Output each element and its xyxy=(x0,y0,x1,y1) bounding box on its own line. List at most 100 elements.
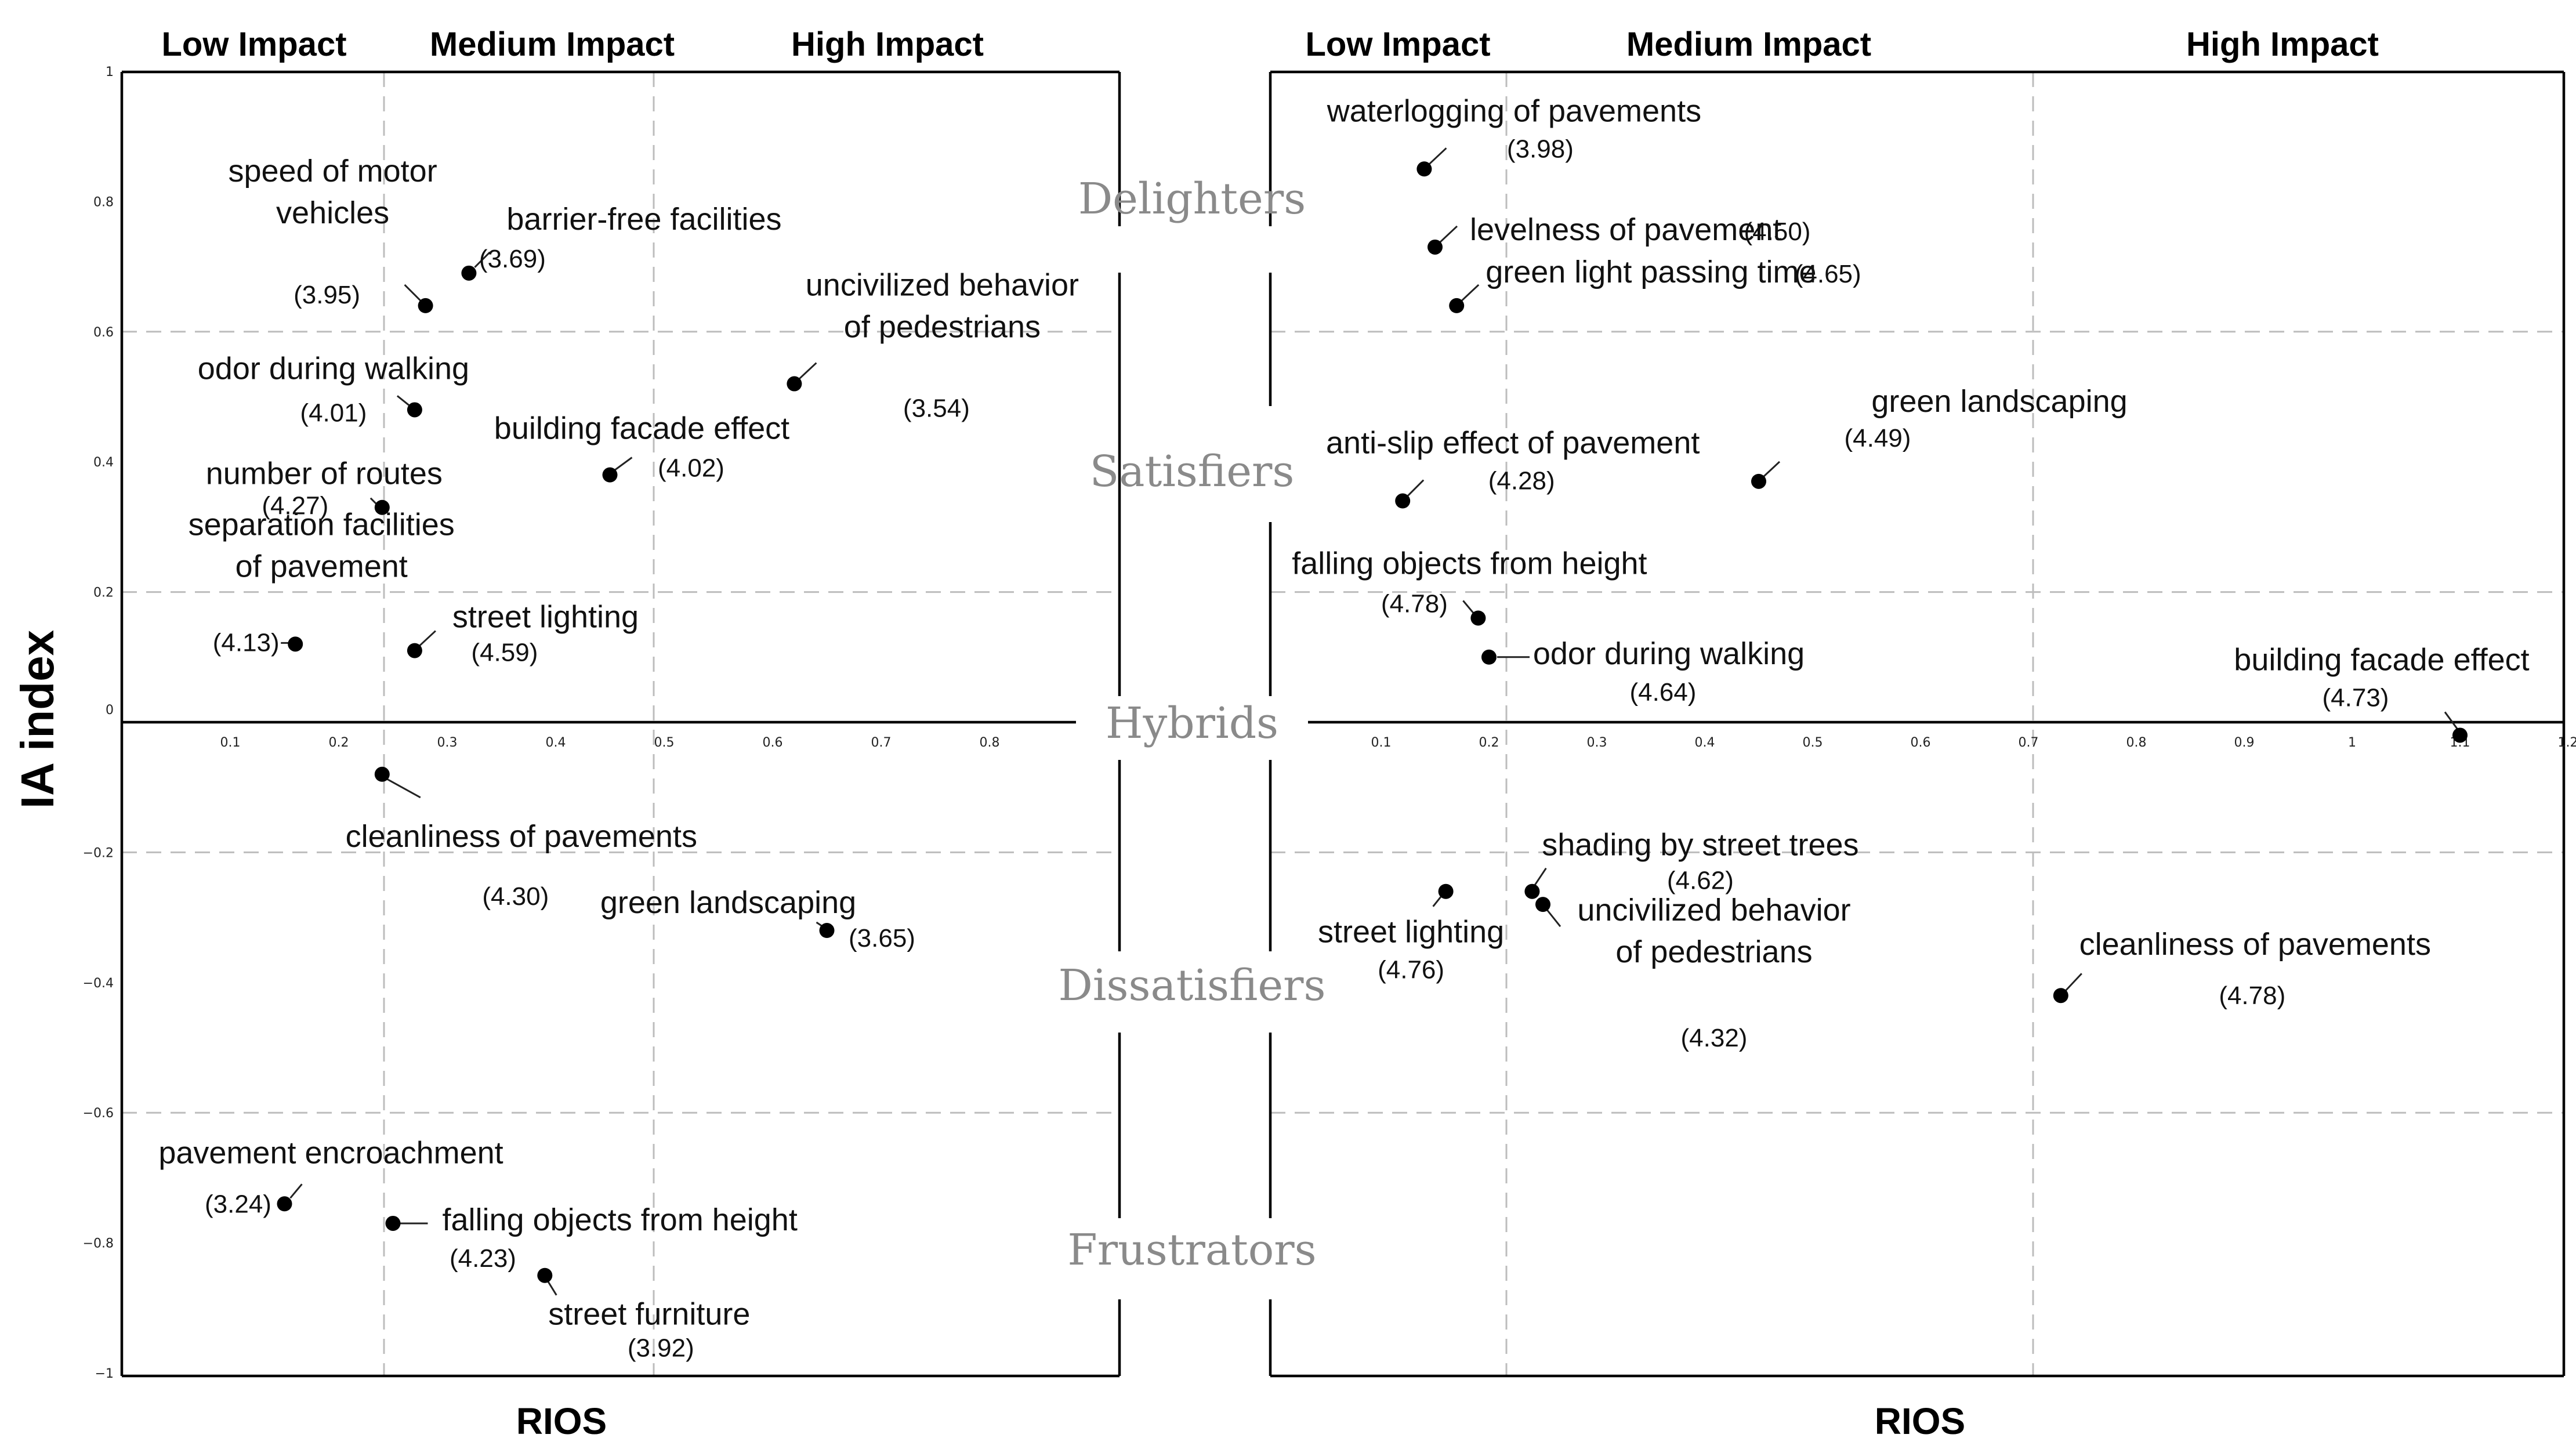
left-x-tick-label: 0.7 xyxy=(871,736,892,750)
leader-line xyxy=(404,284,422,302)
point-label: uncivilized behavior xyxy=(806,268,1079,303)
point-label: of pedestrians xyxy=(844,310,1041,345)
point-label: barrier-free facilities xyxy=(506,202,781,237)
leader-line xyxy=(386,778,421,799)
left-point-group: pavement encroachment (3.24) xyxy=(158,1135,503,1218)
point-value-label: (3.69) xyxy=(479,245,546,273)
data-point xyxy=(2053,988,2068,1004)
right-impact-header: Low Impact xyxy=(1305,26,1490,63)
leader-line xyxy=(418,630,436,647)
right-x-tick-label: 0.6 xyxy=(1911,736,1931,750)
data-point xyxy=(1438,883,1454,899)
right-point-group: street lighting(4.76) xyxy=(1318,883,1504,984)
left-y-tick-label: −0.6 xyxy=(83,1106,114,1121)
point-value-label: (4.59) xyxy=(471,639,538,667)
point-value-label: (4.30) xyxy=(482,882,549,911)
left-point-group: cleanliness of pavements (4.30) xyxy=(346,766,697,911)
point-value-label: (3.54) xyxy=(903,394,970,423)
left-x-tick-label: 0.4 xyxy=(546,736,566,750)
point-label: waterlogging of pavements xyxy=(1327,93,1701,128)
leader-line xyxy=(396,395,410,406)
data-point xyxy=(1428,239,1443,255)
point-label: street lighting xyxy=(1318,915,1504,950)
right-point-group: green light passing time(4.65) xyxy=(1449,255,1861,313)
right-x-tick-label: 1 xyxy=(2348,736,2356,750)
data-point xyxy=(1416,161,1432,177)
left-y-tick-label: 0.8 xyxy=(93,195,114,209)
point-value-label: (4.78) xyxy=(2219,981,2285,1010)
data-point xyxy=(787,376,802,392)
left-x-axis-title: RIOS xyxy=(516,1400,607,1442)
point-label: anti-slip effect of pavement xyxy=(1326,426,1700,461)
leader-line xyxy=(1545,908,1561,928)
left-point-group: building facade effect (4.02) xyxy=(494,411,789,483)
leader-line xyxy=(2444,711,2459,730)
marks-layer: speed of motorvehicles(3.95)barrier-free… xyxy=(158,93,2529,1362)
data-point xyxy=(1470,610,1486,626)
left-y-tick-label: −0.8 xyxy=(83,1237,114,1251)
right-point-group: waterlogging of pavements(3.98) xyxy=(1327,93,1701,177)
leader-line xyxy=(2063,973,2082,993)
data-point xyxy=(385,1215,401,1231)
left-y-tick-label: 0.4 xyxy=(93,455,114,470)
data-point xyxy=(1751,473,1766,489)
point-label: of pavement xyxy=(236,549,408,584)
point-label: falling objects from height xyxy=(1292,546,1647,581)
category-delighters: Delighters xyxy=(1078,174,1306,224)
category-frustrators: Frustrators xyxy=(1067,1225,1316,1275)
category-satisfiers: Satisfiers xyxy=(1090,447,1295,497)
data-point xyxy=(1481,649,1497,665)
category-hybrids: Hybrids xyxy=(1106,698,1278,748)
point-label: street furniture xyxy=(548,1297,750,1332)
right-x-tick-label: 0.1 xyxy=(1371,736,1392,750)
leader-line xyxy=(546,1279,557,1296)
point-label: vehicles xyxy=(276,195,389,230)
frame-layer xyxy=(120,70,2566,1378)
point-value-label: (3.24) xyxy=(205,1190,271,1218)
point-value-label: (3.95) xyxy=(294,281,360,309)
point-label: building facade effect xyxy=(2234,642,2529,677)
point-value-label: (4.73) xyxy=(2323,683,2389,712)
point-label: number of routes xyxy=(206,457,443,491)
point-label: street lighting xyxy=(452,600,639,635)
point-value-label: (4.27) xyxy=(262,492,328,520)
left-point-group: uncivilized behavior of pedestrians (3.54) xyxy=(787,268,1079,423)
point-value-label: (4.02) xyxy=(658,454,724,483)
left-point-group: number of routes(4.27) xyxy=(206,457,443,520)
right-point-group: building facade effect (4.73) xyxy=(2234,642,2530,743)
point-value-label: (4.65) xyxy=(1795,260,1861,288)
point-value-label: (4.64) xyxy=(1630,678,1697,707)
left-y-tick-label: 0.6 xyxy=(93,325,114,340)
point-label: separation facilities xyxy=(189,507,455,542)
point-label: pavement encroachment xyxy=(158,1135,503,1170)
right-x-tick-label: 0.8 xyxy=(2126,736,2147,750)
left-y-tick-label: 0.2 xyxy=(93,586,114,600)
right-point-group: green landscaping(4.49) xyxy=(1751,384,2128,489)
leader-line xyxy=(1761,461,1781,479)
text-layer: IA index Delighters Satisfiers Hybrids D… xyxy=(12,174,1325,1275)
data-point xyxy=(407,643,422,658)
leader-line xyxy=(1459,284,1480,303)
leader-line xyxy=(1437,225,1458,245)
data-point xyxy=(819,923,835,939)
right-point-group: cleanliness of pavements (4.78) xyxy=(2053,927,2431,1010)
left-impact-header: High Impact xyxy=(791,26,984,63)
left-x-tick-label: 0.6 xyxy=(763,736,783,750)
right-x-tick-label: 0.9 xyxy=(2234,736,2255,750)
point-label: cleanliness of pavements xyxy=(2079,927,2431,962)
grid-layer xyxy=(122,72,2564,1376)
point-label: cleanliness of pavements xyxy=(346,819,697,854)
point-label: odor during walking xyxy=(1533,636,1805,671)
point-label: green landscaping xyxy=(1871,384,2127,419)
point-value-label: (4.78) xyxy=(1381,589,1448,618)
point-label: building facade effect xyxy=(494,411,789,446)
left-impact-header: Medium Impact xyxy=(430,26,675,63)
leader-line xyxy=(474,251,491,268)
point-label: odor during walking xyxy=(198,351,469,386)
right-point-group: shading by street trees(4.62) xyxy=(1524,828,1859,899)
data-point xyxy=(374,499,390,515)
